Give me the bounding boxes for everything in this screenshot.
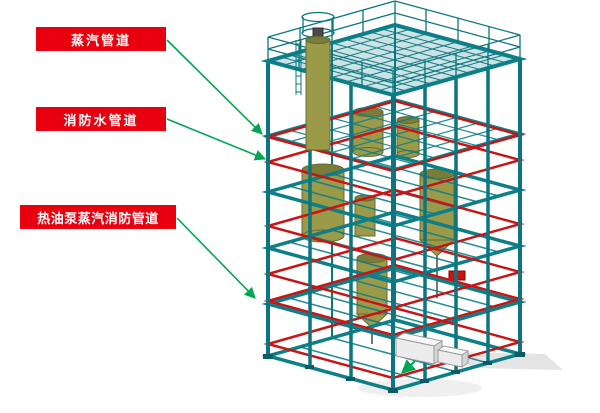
label-steam-pipeline: 蒸汽管道: [36, 27, 166, 51]
tall-column-tank: [295, 11, 335, 151]
label-hot-oil-pump-steam-fire-pipeline-text: 热油泵蒸汽消防管道: [37, 210, 159, 226]
leader-fire-water-pipeline: [166, 118, 267, 161]
access-ladder: [295, 40, 302, 95]
leader-hot-oil-pump-pipeline: [176, 217, 256, 299]
pump-skid: [394, 332, 470, 368]
origin-arrow-icon: [400, 359, 417, 374]
leader-steam-pipeline: [166, 39, 263, 135]
label-fire-water-pipeline: 消防水管道: [36, 107, 166, 131]
frame-columns: [263, 59, 525, 393]
label-hot-oil-pump-steam-fire-pipeline: 热油泵蒸汽消防管道: [20, 205, 176, 229]
leader-arrows: [166, 39, 267, 299]
label-steam-pipeline-text: 蒸汽管道: [70, 32, 131, 48]
column-base-pads: [263, 352, 525, 393]
label-fire-water-pipeline-text: 消防水管道: [63, 112, 139, 128]
